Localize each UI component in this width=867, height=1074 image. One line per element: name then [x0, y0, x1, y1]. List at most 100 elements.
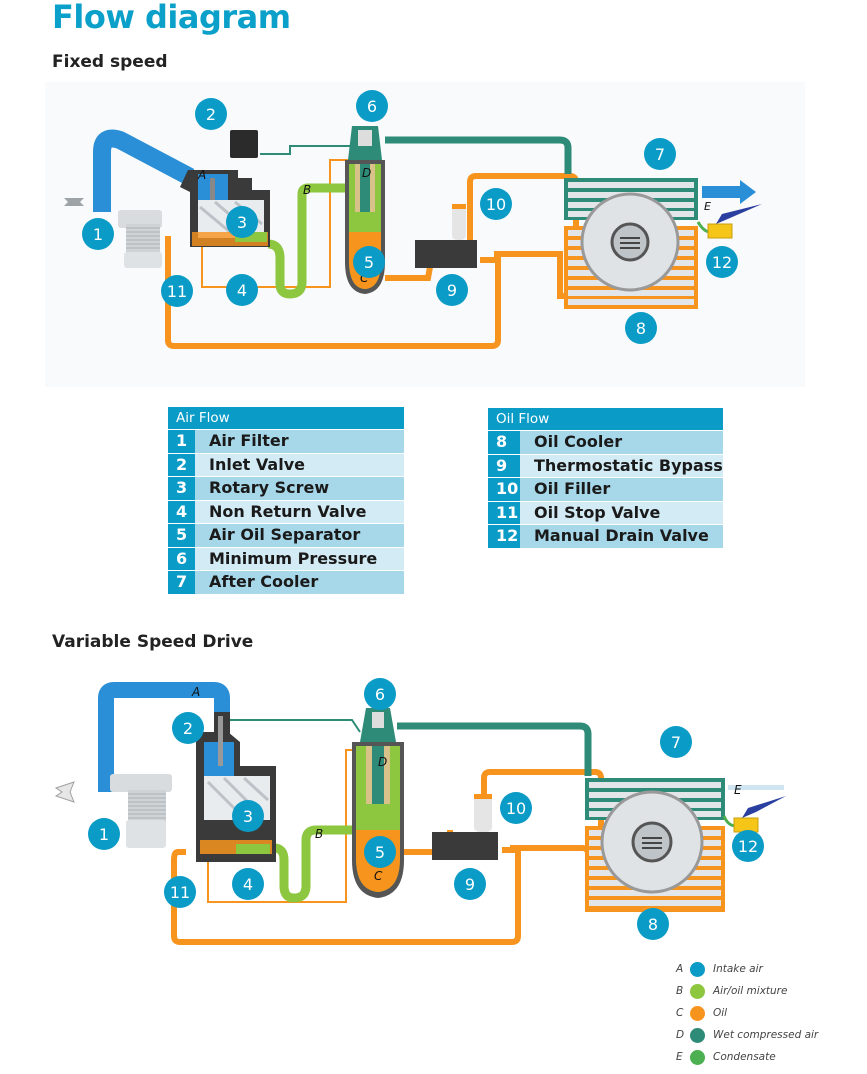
badge-9: 9: [454, 868, 486, 900]
variable-speed-diagram: A B C D E 1 2 3 4 5 6 7 8 9 10 11 12: [54, 678, 786, 945]
flow-letter-b: B: [315, 827, 323, 841]
svg-text:2: 2: [183, 719, 193, 738]
intake-duct: [98, 682, 230, 792]
svg-text:10: 10: [486, 195, 506, 214]
badge-11: 11: [161, 275, 193, 307]
svg-text:9: 9: [447, 281, 457, 300]
flow-letter-e: E: [704, 200, 711, 213]
badge-11: 11: [164, 876, 196, 908]
wet-air-line: [397, 722, 592, 776]
badge-1: 1: [88, 818, 120, 850]
badge-1: 1: [82, 218, 114, 250]
badge-6: 6: [356, 90, 388, 122]
oil-line-c: [385, 266, 433, 281]
flow-letter-d: D: [378, 755, 387, 769]
badge-3: 3: [226, 206, 258, 238]
outlet-line: [728, 785, 784, 790]
section-title-fixed-speed: Fixed speed: [52, 52, 168, 72]
oil-flow-table-header: Oil Flow: [488, 408, 723, 430]
color-dot-icon: [690, 1049, 705, 1065]
badge-12: 12: [732, 830, 764, 862]
svg-text:8: 8: [636, 319, 646, 338]
badge-4: 4: [226, 274, 258, 306]
air-oil-line: [273, 825, 380, 903]
air-filter: [54, 774, 172, 848]
flow-letter-b: B: [303, 183, 311, 197]
svg-text:1: 1: [93, 225, 103, 244]
svg-text:4: 4: [237, 281, 247, 300]
svg-text:6: 6: [375, 685, 385, 704]
flow-letter-a: A: [197, 168, 206, 182]
oil-return-line: [171, 847, 521, 945]
intake-duct: [93, 129, 195, 212]
compressor-element: [196, 712, 276, 862]
oil-to-cooler-line: [481, 769, 615, 846]
badge-12: 12: [706, 246, 738, 278]
badge-5: 5: [364, 836, 396, 868]
flow-letter-a: A: [191, 685, 200, 699]
flow-letter-c: C: [360, 271, 369, 285]
badge-4: 4: [232, 868, 264, 900]
flow-letter-c: C: [374, 869, 383, 883]
thermostatic-bypass: [415, 204, 477, 268]
air-flow-table-header: Air Flow: [168, 407, 404, 429]
page-title: Flow diagram: [52, 0, 291, 36]
badge-7: 7: [644, 138, 676, 170]
flow-letter-e: E: [734, 783, 742, 797]
color-dot-icon: [690, 1005, 705, 1021]
svg-text:6: 6: [367, 97, 377, 116]
wet-air-line: [385, 136, 572, 174]
badge-8: 8: [637, 908, 669, 940]
badge-8: 8: [625, 312, 657, 344]
svg-text:7: 7: [655, 145, 665, 164]
color-dot-icon: [690, 983, 705, 999]
cooling-fan: [580, 192, 680, 292]
badge-6: 6: [364, 678, 396, 710]
svg-text:11: 11: [170, 883, 190, 902]
manual-drain-valve: [722, 796, 786, 833]
svg-text:12: 12: [712, 253, 732, 272]
flow-letter-d: D: [362, 166, 371, 180]
badge-7: 7: [660, 726, 692, 758]
svg-text:4: 4: [243, 875, 253, 894]
svg-text:12: 12: [738, 837, 758, 856]
control-line: [260, 145, 350, 155]
fixed-speed-diagram: A B C D E 1 2 3 4 5 6 7 8 9 10 11 12: [45, 82, 805, 387]
svg-text:11: 11: [167, 282, 187, 301]
svg-text:3: 3: [237, 213, 247, 232]
svg-text:2: 2: [206, 105, 216, 124]
oil-scavenge-line: [201, 159, 365, 288]
outlet-arrow-icon: [702, 180, 756, 204]
thermostatic-bypass: [432, 794, 498, 860]
badge-2: 2: [172, 712, 204, 744]
badge-3: 3: [232, 800, 264, 832]
air-filter: [64, 198, 162, 268]
svg-text:3: 3: [243, 807, 253, 826]
color-dot-icon: [690, 1027, 705, 1043]
badge-10: 10: [500, 792, 532, 824]
badge-10: 10: [480, 188, 512, 220]
svg-text:5: 5: [364, 253, 374, 272]
badge-5: 5: [353, 246, 385, 278]
badge-9: 9: [436, 274, 468, 306]
control-line: [228, 719, 361, 733]
manual-drain-valve: [696, 204, 762, 239]
air-oil-line: [267, 183, 360, 299]
section-title-variable-speed: Variable Speed Drive: [52, 632, 254, 652]
